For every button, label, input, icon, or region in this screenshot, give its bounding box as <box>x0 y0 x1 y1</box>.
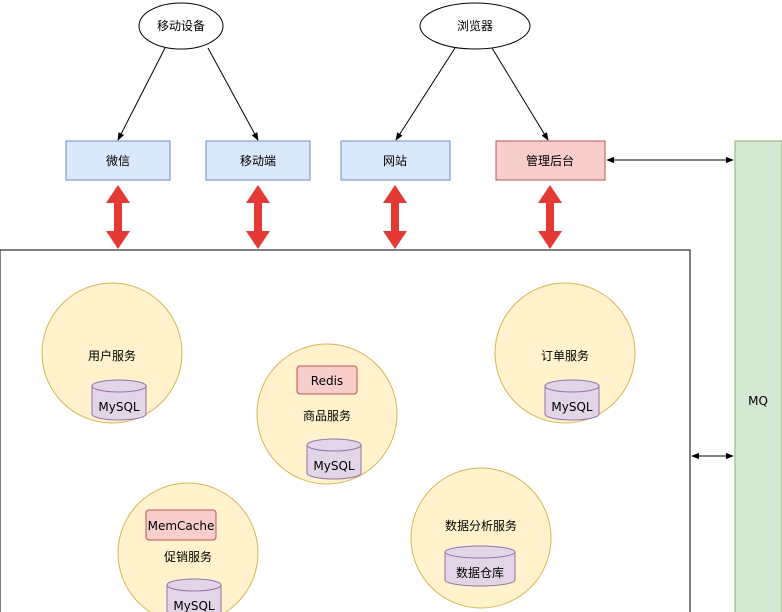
order-mysql-label: MySQL <box>551 400 593 414</box>
data-warehouse-db: 数据仓库 <box>444 545 516 587</box>
promotion-service: MemCache 促销服务 MySQL <box>117 482 259 612</box>
red-double-arrows <box>106 185 562 249</box>
product-service: Redis 商品服务 MySQL <box>256 343 398 485</box>
admin-double-arrow <box>538 185 562 249</box>
user-service: 用户服务 MySQL <box>41 282 183 424</box>
mobile-app-double-arrow <box>246 185 270 249</box>
promotion-mysql-db: MySQL <box>166 578 222 612</box>
wechat-double-arrow <box>106 185 130 249</box>
mq-box: MQ <box>734 140 782 612</box>
user-mysql-label: MySQL <box>98 400 140 414</box>
user-mysql-db: MySQL <box>91 379 147 421</box>
wechat-box: 微信 <box>65 140 171 181</box>
order-service-label: 订单服务 <box>541 348 589 363</box>
redis-label: Redis <box>311 374 343 388</box>
mobile-app-label: 移动端 <box>240 154 276 168</box>
mq-label: MQ <box>748 394 768 408</box>
data-warehouse-label: 数据仓库 <box>456 565 504 580</box>
promotion-mysql-label: MySQL <box>173 599 215 612</box>
browser-label: 浏览器 <box>457 18 493 33</box>
analytics-service: 数据分析服务 数据仓库 <box>410 467 552 609</box>
admin-box: 管理后台 <box>495 140 606 181</box>
mobile-to-app-arrow <box>207 47 259 141</box>
admin-label: 管理后台 <box>526 153 574 168</box>
redis-box: Redis <box>296 365 358 395</box>
website-label: 网站 <box>383 154 407 168</box>
order-service: 订单服务 MySQL <box>494 282 636 424</box>
product-mysql-db: MySQL <box>306 438 362 480</box>
website-box: 网站 <box>340 140 451 181</box>
browser-to-website-arrow <box>395 47 456 141</box>
browser-node: 浏览器 <box>419 2 531 50</box>
product-mysql-label: MySQL <box>313 459 355 473</box>
memcache-label: MemCache <box>148 519 215 533</box>
analytics-service-label: 数据分析服务 <box>445 518 517 533</box>
mobile-device-node: 移动设备 <box>138 2 224 50</box>
product-service-label: 商品服务 <box>303 408 351 423</box>
order-mysql-db: MySQL <box>544 379 600 421</box>
website-double-arrow <box>383 185 407 249</box>
mobile-to-wechat-arrow <box>117 47 166 141</box>
wechat-label: 微信 <box>106 154 130 168</box>
mobile-device-label: 移动设备 <box>157 19 205 33</box>
user-service-label: 用户服务 <box>88 348 136 363</box>
browser-to-admin-arrow <box>491 47 549 141</box>
mobile-app-box: 移动端 <box>205 140 311 181</box>
promotion-service-label: 促销服务 <box>164 549 212 564</box>
memcache-box: MemCache <box>145 509 217 541</box>
